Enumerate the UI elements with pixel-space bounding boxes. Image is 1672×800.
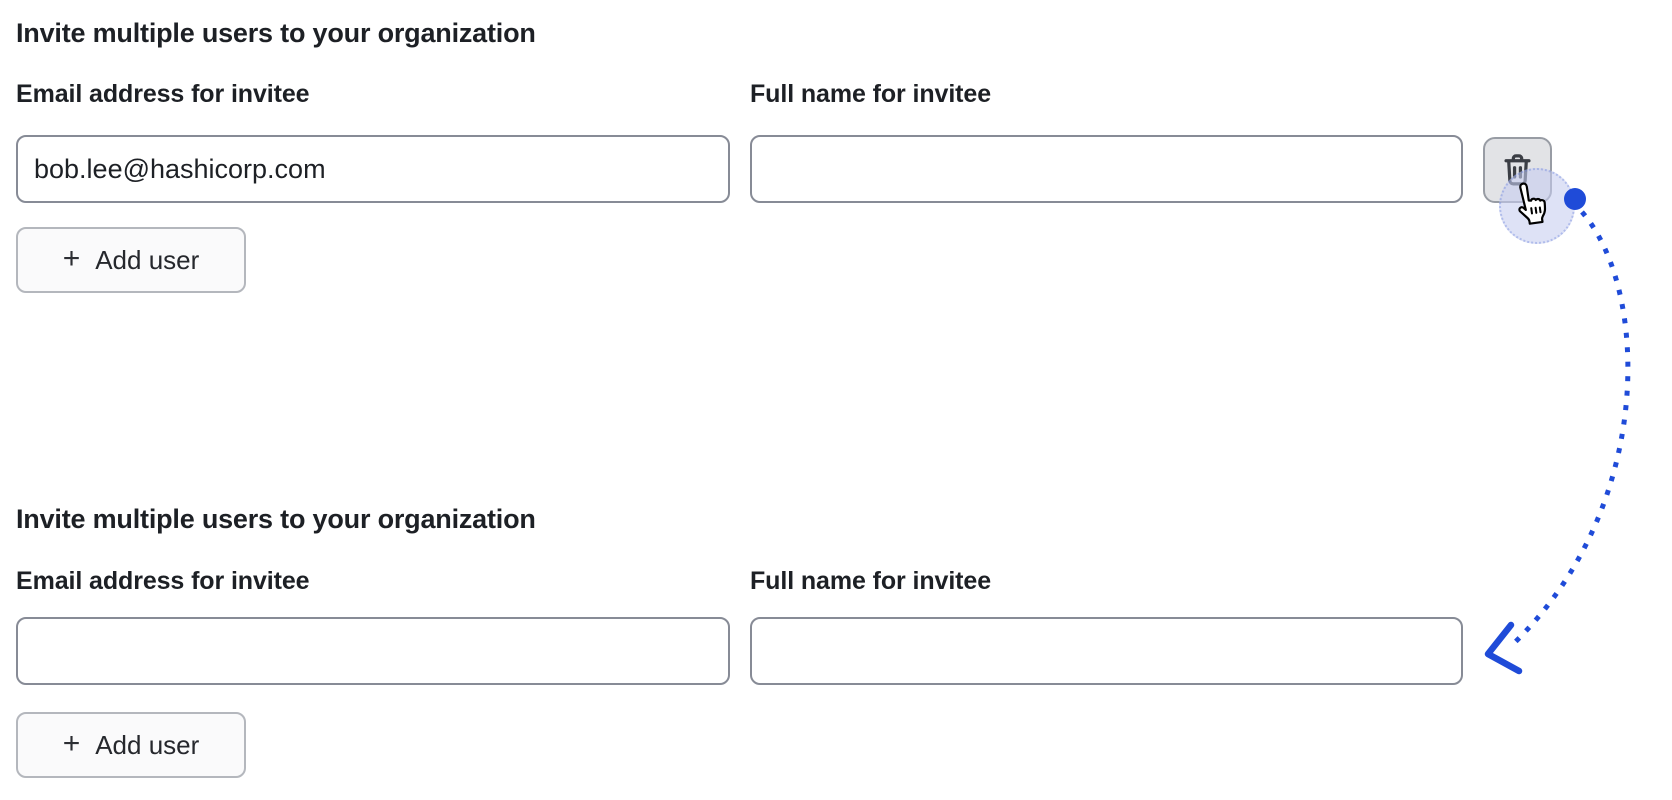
section-heading: Invite multiple users to your organizati… <box>16 18 536 48</box>
name-input[interactable] <box>750 135 1463 203</box>
invite-form-section-1: Invite multiple users to your organizati… <box>16 18 1552 293</box>
email-input[interactable] <box>16 617 730 685</box>
name-label: Full name for invitee <box>750 80 992 108</box>
add-user-label: Add user <box>95 244 200 275</box>
click-halo <box>1499 168 1575 244</box>
add-user-label: Add user <box>95 729 200 760</box>
email-input[interactable] <box>16 135 730 203</box>
invite-form-section-2: Invite multiple users to your organizati… <box>0 485 1672 800</box>
name-label: Full name for invitee <box>750 567 992 595</box>
section-heading: Invite multiple users to your organizati… <box>16 504 536 534</box>
add-user-button[interactable]: + Add user <box>16 227 246 293</box>
plus-icon: + <box>62 241 81 275</box>
email-label: Email address for invitee <box>16 80 310 108</box>
name-input[interactable] <box>750 617 1463 685</box>
email-label: Email address for invitee <box>16 567 310 595</box>
plus-icon: + <box>62 726 81 760</box>
add-user-button[interactable]: + Add user <box>16 712 246 778</box>
